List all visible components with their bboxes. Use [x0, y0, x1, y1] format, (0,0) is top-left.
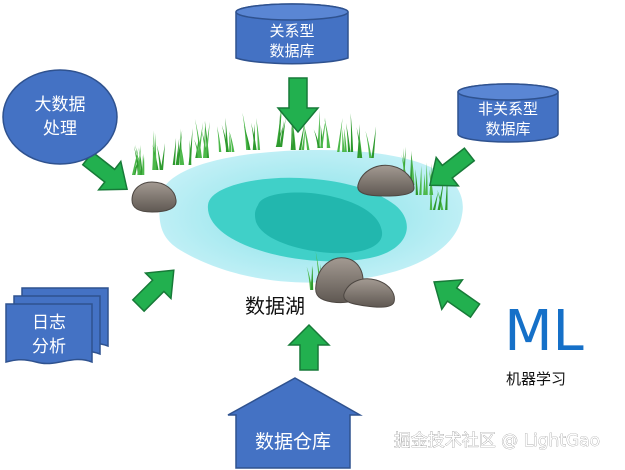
reed-blade — [371, 126, 377, 158]
reed-blade — [298, 122, 305, 150]
reed-blade — [365, 130, 372, 158]
reed-blade — [429, 181, 433, 210]
data-warehouse-label: 数据仓库 — [255, 431, 331, 453]
ml-big-label: ML — [504, 299, 584, 364]
arrow-from-ml — [433, 278, 481, 319]
rock-bottom-b — [343, 278, 395, 308]
reed-blade — [141, 153, 145, 175]
reed-blade — [356, 127, 363, 158]
reed-blade — [341, 129, 345, 152]
reed-blade — [152, 147, 155, 170]
reed-blade — [176, 130, 183, 165]
reed-blade — [131, 147, 139, 175]
reed-blade — [320, 117, 327, 148]
reed-blade — [419, 165, 422, 195]
reed-blade — [357, 124, 360, 158]
reed-blade — [243, 125, 251, 150]
log-analysis-label-line1: 日志 — [32, 313, 66, 333]
reed-blade — [180, 146, 185, 165]
log-doc-front — [5, 303, 93, 365]
reed-blade — [225, 117, 229, 152]
reed-blade — [216, 126, 222, 152]
nonrelational-db-cylinder-top — [457, 83, 559, 101]
data-warehouse-house — [227, 377, 363, 469]
reed-blade — [279, 120, 284, 147]
reed-blade — [313, 129, 321, 148]
reed-blade — [204, 121, 210, 158]
relational-db-label-line2: 数据库 — [269, 42, 314, 60]
reed-blade — [306, 266, 313, 290]
ml-small-label: 机器学习 — [506, 370, 566, 388]
nonrelational-db-node: 非关系型 数据库 — [457, 83, 559, 143]
arrow-from-data-warehouse — [287, 323, 331, 371]
reed-blade — [275, 127, 283, 147]
reed-blade — [432, 191, 439, 210]
reed-blade — [290, 123, 294, 150]
reed-blade — [154, 132, 157, 170]
reed-blade — [301, 128, 305, 150]
reed-blade — [179, 128, 183, 165]
watermark: 掘金技术社区 @ LightGao — [394, 431, 600, 451]
data-lake-label: 数据湖 — [245, 294, 305, 318]
reed-blade — [229, 132, 232, 152]
relational-db-label-line1: 关系型 — [269, 22, 314, 40]
log-analysis-node: 日志 分析 — [5, 287, 109, 365]
reed-blade — [411, 153, 415, 185]
reed-blade — [160, 143, 165, 170]
lake — [159, 150, 463, 283]
reed-blade — [350, 113, 354, 152]
reed-blade — [197, 122, 204, 158]
relational-db-cylinder-top — [235, 3, 349, 21]
reed-blade — [256, 117, 261, 150]
big-data-label-line2: 处理 — [43, 119, 77, 139]
big-data-label-line1: 大数据 — [35, 95, 86, 115]
nonrelational-db-label-line2: 数据库 — [485, 120, 530, 138]
relational-db-node: 关系型 数据库 — [235, 3, 349, 65]
reed-blade — [337, 117, 343, 152]
reed-blade — [324, 117, 331, 148]
reed-blade — [292, 120, 296, 150]
data-warehouse-node: 数据仓库 — [227, 377, 363, 469]
reed-blade — [172, 137, 177, 165]
reed-blade — [343, 127, 347, 152]
reed-blade — [423, 173, 426, 195]
reed-blade — [415, 169, 419, 195]
lake-deep-water — [254, 192, 383, 254]
reed-blade — [302, 120, 310, 150]
reed-blade — [175, 138, 180, 165]
reed-blade — [137, 144, 141, 175]
arrow-from-relational-db — [276, 77, 320, 134]
reed-blade — [204, 120, 210, 158]
arrow-from-big-data — [81, 151, 128, 191]
arrows — [81, 77, 481, 371]
reed-blade — [229, 130, 235, 152]
reed-blade — [317, 110, 320, 148]
reed-blade — [203, 120, 206, 158]
nonrelational-db-label-line1: 非关系型 — [478, 100, 538, 118]
reed-blade — [156, 144, 163, 170]
reed-blade — [358, 132, 363, 158]
reed-blade — [188, 128, 193, 165]
reed-blade — [310, 266, 314, 290]
ml-node: ML 机器学习 — [504, 299, 584, 388]
reed-blade — [250, 122, 257, 150]
rock-top-right — [357, 164, 415, 197]
rocks — [131, 164, 415, 308]
reed-blade — [194, 139, 201, 158]
log-analysis-label-line2: 分析 — [32, 337, 66, 357]
big-data-circle — [2, 69, 118, 165]
arrow-from-nonrelational-db — [429, 147, 476, 187]
big-data-node: 大数据 处理 — [2, 69, 118, 165]
rock-left — [131, 181, 177, 213]
reed-blade — [425, 162, 428, 195]
reed-blade — [409, 150, 413, 185]
reed-blade — [345, 123, 351, 152]
arrow-from-log-analysis — [131, 269, 175, 313]
